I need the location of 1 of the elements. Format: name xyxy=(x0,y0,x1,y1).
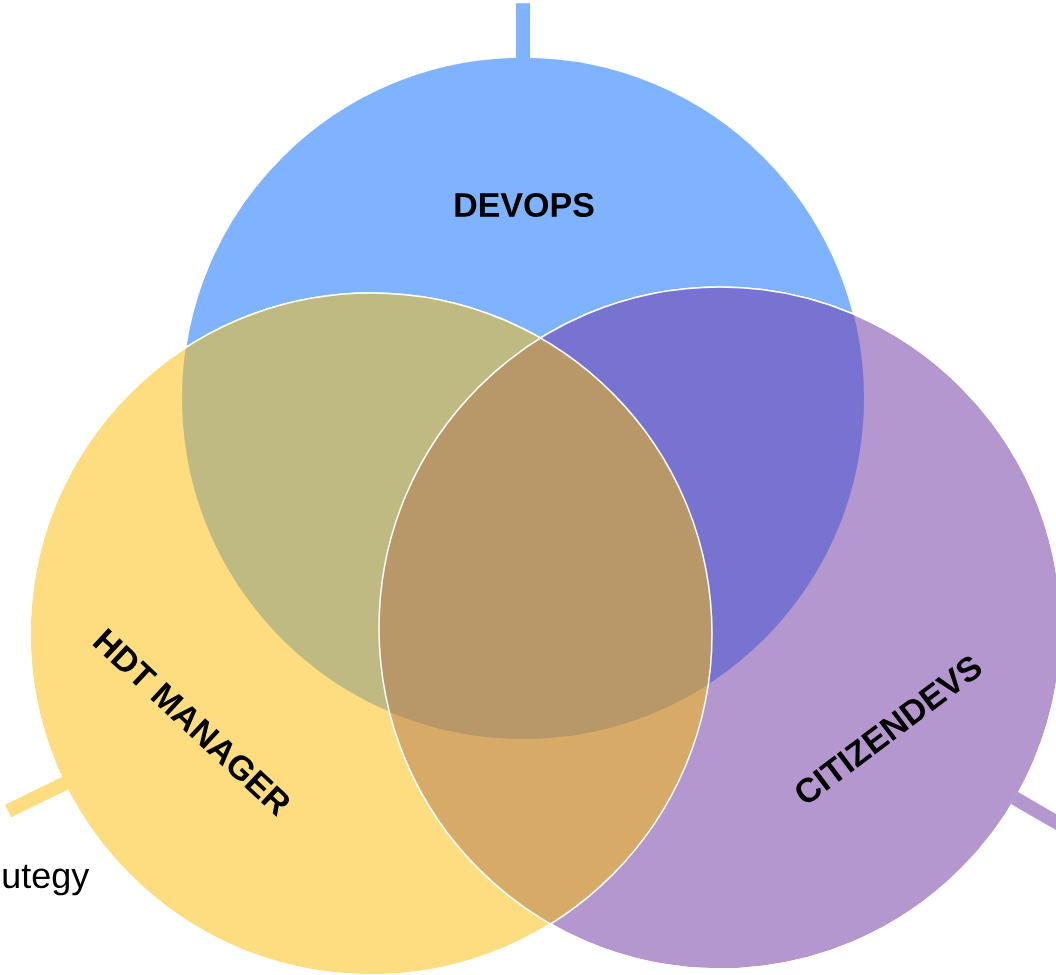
stub-line xyxy=(516,3,530,59)
